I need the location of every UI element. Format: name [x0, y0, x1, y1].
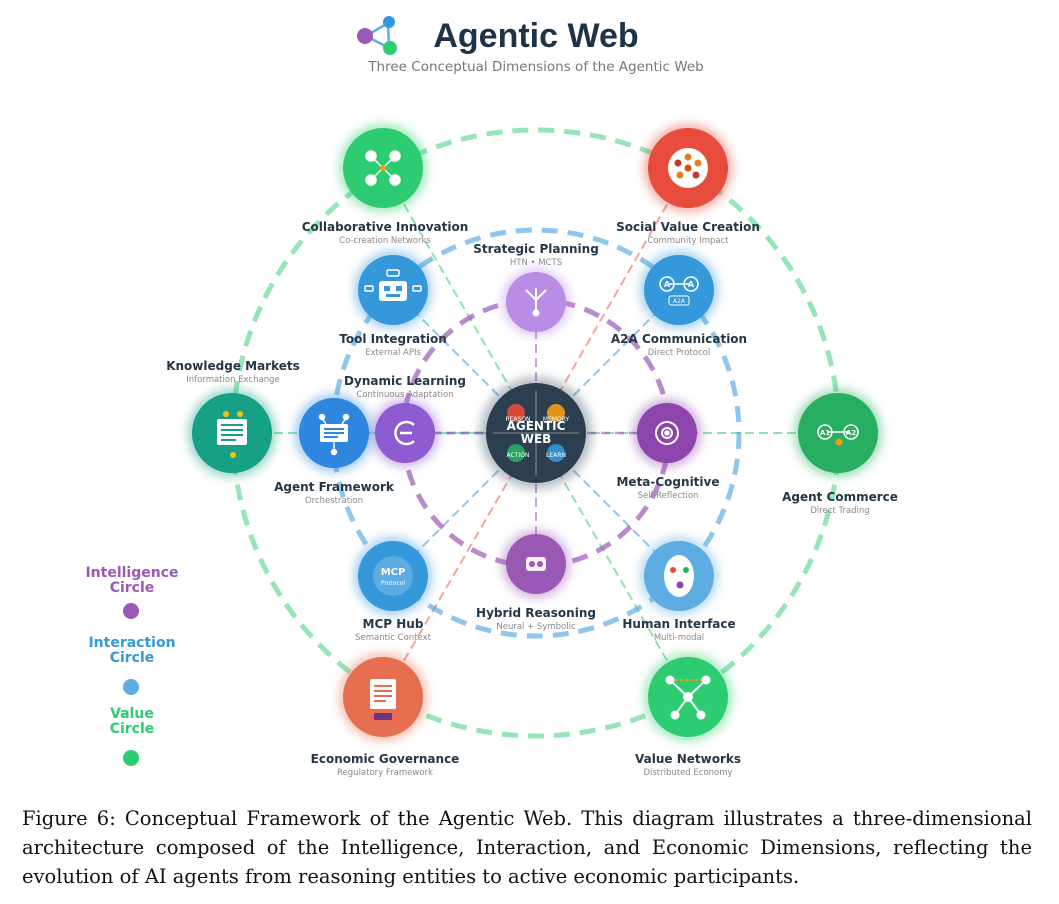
legend-interaction: Interaction Circle: [88, 635, 176, 695]
hub-quadrant-learn: LEARN: [546, 452, 566, 459]
social-value-creation-sub: Community Impact: [647, 236, 729, 246]
social-value-creation-label: Social Value Creation: [616, 220, 760, 234]
dynamic-learning-label: Dynamic Learning: [344, 374, 466, 388]
agentic-web-diagram: Agentic Web Three Conceptual Dimensions …: [85, 16, 898, 778]
human-interface-label: Human Interface: [622, 617, 735, 631]
page-title: Agentic Web: [433, 17, 638, 55]
collaborative-innovation-sub: Co-creation Networks: [339, 236, 431, 246]
robot-icon: [364, 269, 422, 301]
node-agent-framework[interactable]: Agent Framework Orchestration: [274, 394, 395, 506]
svg-text:Intelligence: Intelligence: [85, 565, 178, 581]
hub-quadrant-action: ACTION: [507, 452, 530, 459]
knowledge-markets-sub: Information Exchange: [186, 375, 279, 385]
svg-text:A2: A2: [846, 429, 856, 437]
hub-quadrant-reason: REASON: [505, 416, 530, 423]
node-dynamic-learning[interactable]: Dynamic Learning Continuous Adaptation: [344, 374, 466, 467]
agentic-web-hub: REASON MEMORY ACTION LEARN AGENTIC WEB: [480, 377, 592, 489]
node-strategic-planning[interactable]: Strategic Planning HTN • MCTS: [473, 242, 599, 336]
agent-commerce-sub: Direct Trading: [810, 506, 869, 516]
report-icon: [370, 679, 396, 720]
community-icon: [668, 148, 708, 188]
svg-text:Value: Value: [110, 706, 154, 722]
network-icon: [365, 150, 401, 186]
svg-text:MCP: MCP: [381, 567, 406, 578]
a2a-communication-sub: Direct Protocol: [648, 348, 710, 358]
node-knowledge-markets[interactable]: Knowledge Markets Information Exchange: [166, 359, 300, 477]
human-interface-sub: Multi-modal: [654, 633, 704, 643]
svg-text:Interaction: Interaction: [88, 635, 175, 651]
node-meta-cognitive[interactable]: Meta-Cognitive Self-Reflection: [616, 399, 720, 501]
figure-caption: Figure 6: Conceptual Framework of the Ag…: [22, 807, 1032, 888]
meta-cognitive-label: Meta-Cognitive: [616, 475, 719, 489]
dynamic-learning-sub: Continuous Adaptation: [356, 390, 453, 400]
value-networks-sub: Distributed Economy: [643, 768, 732, 778]
economic-governance-label: Economic Governance: [311, 752, 460, 766]
cycle-icon: [394, 420, 415, 446]
svg-text:Circle: Circle: [110, 580, 155, 596]
a2a-communication-label: A2A Communication: [611, 332, 747, 346]
agent-framework-label: Agent Framework: [274, 480, 395, 494]
svg-text:A: A: [688, 280, 695, 289]
strategic-planning-sub: HTN • MCTS: [510, 258, 562, 268]
a2a-icon: A A A2A: [659, 276, 699, 306]
node-mcp-hub[interactable]: MCP Protocol MCP Hub Semantic Context: [354, 537, 432, 643]
node-agent-commerce[interactable]: A1 A2 Agent Commerce Direct Trading: [782, 389, 898, 516]
hybrid-reasoning-sub: Neural + Symbolic: [496, 622, 576, 632]
collaborative-innovation-label: Collaborative Innovation: [302, 220, 469, 234]
legend-value: Value Circle: [110, 706, 155, 766]
node-economic-governance[interactable]: Economic Governance Regulatory Framework: [311, 653, 460, 778]
mcp-hub-label: MCP Hub: [363, 617, 424, 631]
target-icon: [655, 421, 679, 445]
strategic-planning-label: Strategic Planning: [473, 242, 599, 256]
mcp-hub-sub: Semantic Context: [355, 633, 432, 643]
framework-icon: [318, 413, 350, 456]
legend-intelligence: Intelligence Circle: [85, 565, 179, 619]
node-human-interface[interactable]: Human Interface Multi-modal: [622, 537, 736, 643]
svg-text:A: A: [664, 280, 671, 289]
svg-text:Protocol: Protocol: [381, 580, 406, 587]
tool-integration-sub: External APIs: [365, 348, 421, 358]
meta-cognitive-sub: Self-Reflection: [638, 491, 699, 501]
mcp-icon: MCP Protocol: [373, 556, 413, 596]
tool-integration-label: Tool Integration: [339, 332, 447, 346]
svg-text:Circle: Circle: [110, 721, 155, 737]
hub-title-line2: WEB: [521, 432, 552, 446]
agent-framework-sub: Orchestration: [305, 496, 363, 506]
knowledge-markets-label: Knowledge Markets: [166, 359, 300, 373]
page-subtitle: Three Conceptual Dimensions of the Agent…: [367, 59, 703, 75]
node-social-value-creation[interactable]: Social Value Creation Community Impact: [616, 124, 760, 246]
svg-text:A1: A1: [820, 429, 830, 437]
exchange-icon: A1 A2: [817, 424, 859, 446]
hybrid-reasoning-label: Hybrid Reasoning: [476, 606, 596, 620]
hub-title-line1: AGENTIC: [507, 419, 566, 433]
legend: Intelligence Circle Interaction Circle V…: [85, 565, 179, 766]
header-logo: [357, 16, 397, 55]
branch-icon: [525, 288, 547, 317]
agent-commerce-label: Agent Commerce: [782, 490, 898, 504]
economic-governance-sub: Regulatory Framework: [337, 768, 433, 778]
svg-text:Circle: Circle: [110, 650, 155, 666]
node-hybrid-reasoning[interactable]: Hybrid Reasoning Neural + Symbolic: [476, 530, 596, 632]
value-networks-label: Value Networks: [635, 752, 741, 766]
document-icon: [217, 411, 247, 458]
node-collaborative-innovation[interactable]: Collaborative Innovation Co-creation Net…: [302, 124, 469, 246]
node-a2a-communication[interactable]: A A A2A A2A Communication Direct Protoco…: [611, 251, 747, 358]
svg-text:A2A: A2A: [673, 298, 686, 305]
node-tool-integration[interactable]: Tool Integration External APIs: [339, 251, 447, 358]
face-icon: [664, 555, 694, 597]
hub-quadrant-memory: MEMORY: [543, 416, 570, 423]
node-value-networks[interactable]: Value Networks Distributed Economy: [635, 653, 741, 778]
puzzle-icon: [526, 557, 546, 571]
graph-icon: [665, 675, 711, 720]
